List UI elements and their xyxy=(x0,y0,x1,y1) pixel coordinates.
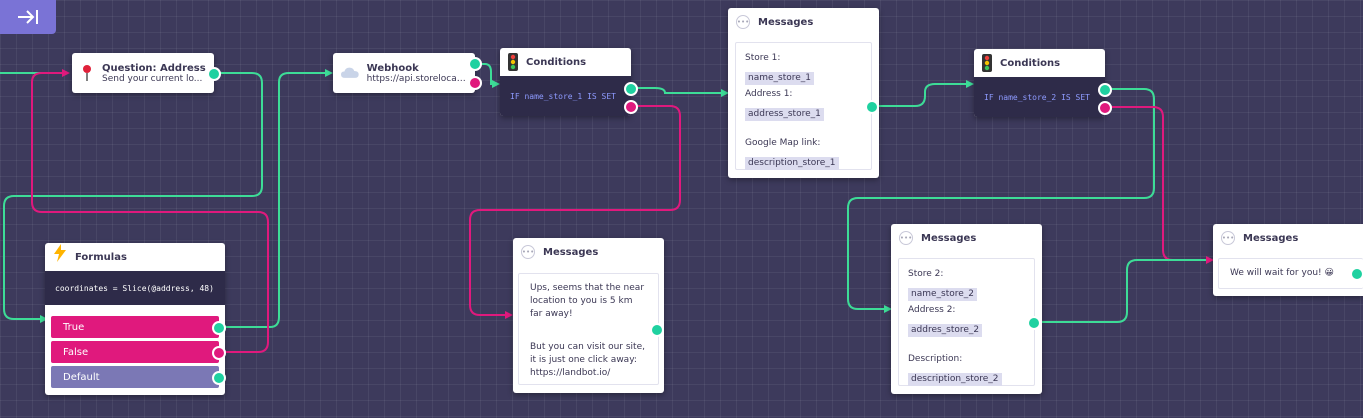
message-output-port[interactable] xyxy=(1350,267,1363,281)
expand-panel-button[interactable] xyxy=(0,0,56,34)
message-text: Ups, seems that the near location to you… xyxy=(530,283,645,319)
chat-bubble-icon: ••• xyxy=(736,15,750,29)
condition-true-port[interactable] xyxy=(624,82,638,96)
formula-expression: coordinates = Slice(@address, 48) xyxy=(55,283,214,293)
variable-chip: address_store_1 xyxy=(745,108,824,121)
message-text: Address 1: xyxy=(745,89,793,99)
node-title: Messages xyxy=(543,246,599,258)
option-default[interactable]: Default xyxy=(51,366,219,388)
true-output-port[interactable] xyxy=(212,321,226,335)
webhook-node[interactable]: Webhook https://api.storelocat... xyxy=(333,53,482,93)
message-text: But you can visit our site, it is just o… xyxy=(530,342,645,378)
variable-chip: name_store_2 xyxy=(908,288,978,301)
message-text: Google Map link: xyxy=(745,138,821,148)
wire-messages3-to-messages4 xyxy=(1034,259,1206,323)
message-text: Description: xyxy=(908,354,963,364)
message-card: Store 1: name_store_1 Address 1: address… xyxy=(735,42,872,170)
message-output-port[interactable] xyxy=(865,100,879,114)
messages-node-3[interactable]: ••• Messages Store 2: name_store_2 Addre… xyxy=(891,224,1042,394)
variable-chip: name_store_1 xyxy=(745,72,815,85)
message-output-port[interactable] xyxy=(1027,316,1041,330)
option-label: Default xyxy=(63,371,100,383)
chat-bubble-icon: ••• xyxy=(1221,231,1235,245)
arrow-right-to-bar-icon xyxy=(18,10,38,24)
node-title: Formulas xyxy=(75,251,127,263)
option-true[interactable]: True xyxy=(51,316,219,338)
pin-icon xyxy=(83,65,91,81)
wire-formulas-true-to-webhook xyxy=(219,72,325,328)
node-subtitle: https://api.storelocat... xyxy=(366,73,467,84)
messages-node-1[interactable]: ••• Messages Store 1: name_store_1 Addre… xyxy=(728,8,879,178)
wire-messages1-to-conditions2 xyxy=(872,83,966,107)
option-label: True xyxy=(63,321,85,333)
variable-chip: description_store_1 xyxy=(745,157,839,170)
condition-expression: IF name_store_2 IS SET xyxy=(984,92,1090,102)
message-text: Store 1: xyxy=(745,53,781,63)
condition-false-port[interactable] xyxy=(624,100,638,114)
cloud-icon xyxy=(341,67,359,78)
wire-conditions1-true-to-messages1 xyxy=(631,87,721,94)
messages-node-2[interactable]: ••• Messages Ups, seems that the near lo… xyxy=(513,238,664,393)
false-output-port[interactable] xyxy=(212,346,226,360)
message-output-port[interactable] xyxy=(650,323,664,337)
conditions-node-2[interactable]: Conditions IF name_store_2 IS SET xyxy=(974,49,1112,117)
option-label: False xyxy=(63,346,89,358)
condition-true-port[interactable] xyxy=(1098,83,1112,97)
message-card: We will wait for you! 😀 xyxy=(1218,258,1363,289)
option-false[interactable]: False xyxy=(51,341,219,363)
question-output-port[interactable] xyxy=(207,67,221,81)
lightning-icon xyxy=(54,244,66,262)
conditions-node-1[interactable]: Conditions IF name_store_1 IS SET xyxy=(500,48,638,116)
traffic-light-icon xyxy=(982,54,992,72)
node-subtitle: Send your current lo... xyxy=(102,73,203,84)
node-title: Messages xyxy=(758,16,814,28)
variable-chip: addres_store_2 xyxy=(908,324,983,337)
formulas-node[interactable]: Formulas coordinates = Slice(@address, 4… xyxy=(45,243,226,395)
message-card: Ups, seems that the near location to you… xyxy=(518,273,659,385)
chat-bubble-icon: ••• xyxy=(521,245,535,259)
message-text: Store 2: xyxy=(908,269,944,279)
chat-bubble-icon: ••• xyxy=(899,231,913,245)
node-title: Messages xyxy=(921,232,977,244)
question-address-node[interactable]: Question: Address Send your current lo..… xyxy=(72,53,221,93)
wire-conditions2-false-to-messages4 xyxy=(1105,106,1206,261)
traffic-light-icon xyxy=(508,53,518,71)
condition-false-port[interactable] xyxy=(1098,101,1112,115)
variable-chip: description_store_2 xyxy=(908,373,1002,386)
message-text: Address 2: xyxy=(908,305,956,315)
message-text: We will wait for you! 😀 xyxy=(1230,268,1334,278)
node-title: Conditions xyxy=(1000,57,1061,69)
message-card: Store 2: name_store_2 Address 2: addres_… xyxy=(898,258,1035,386)
webhook-failure-port[interactable] xyxy=(468,76,482,90)
messages-node-4[interactable]: ••• Messages We will wait for you! 😀 xyxy=(1213,224,1363,296)
condition-expression: IF name_store_1 IS SET xyxy=(510,91,616,101)
node-title: Conditions xyxy=(526,56,587,68)
node-title: Webhook xyxy=(366,62,419,74)
default-output-port[interactable] xyxy=(212,371,226,385)
node-title: Messages xyxy=(1243,232,1299,244)
webhook-success-port[interactable] xyxy=(468,57,482,71)
node-title: Question: Address xyxy=(102,62,206,74)
